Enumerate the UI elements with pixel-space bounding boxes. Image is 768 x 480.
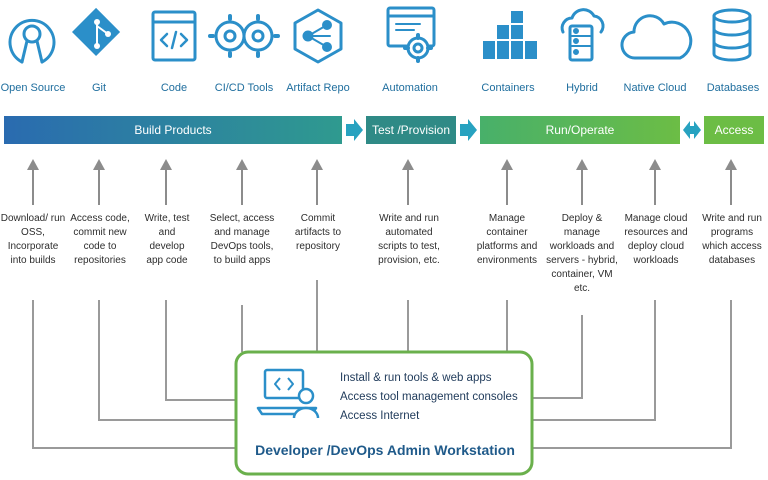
right-arrow-icon [460, 119, 477, 141]
band-access [704, 116, 764, 144]
tool-label-hybrid: Hybrid [566, 82, 598, 94]
description-containers: Manage container platforms and environme… [476, 213, 538, 266]
developer-laptop-icon [256, 368, 320, 419]
automation-icon [386, 6, 436, 63]
tool-label-open-source: Open Source [0, 82, 66, 94]
phase-label-build-products: Build Products [134, 123, 212, 137]
phase-label-test-provision: Test /Provision [371, 123, 451, 137]
phase-label-access: Access [714, 123, 754, 137]
description-native-cloud: Manage cloud resources and deploy cloud … [624, 213, 688, 266]
band-build-products [4, 116, 342, 144]
up-arrow [649, 159, 661, 205]
tool-label-containers: Containers [481, 82, 535, 94]
up-arrows [27, 159, 737, 205]
cloud-icon [620, 14, 693, 60]
up-arrow [576, 159, 588, 205]
description-automation: Write and run automated scripts to test,… [378, 213, 440, 266]
workstation-line-consoles: Access tool management consoles [340, 391, 518, 403]
connector-lines [32, 280, 732, 449]
database-icon [712, 8, 752, 62]
up-arrow [160, 159, 172, 205]
right-arrow-icon [346, 119, 363, 141]
tool-label-automation: Automation [382, 82, 438, 94]
workstation-line-install: Install & run tools & web apps [340, 372, 492, 384]
tool-label-cicd-tools: CI/CD Tools [214, 82, 274, 94]
description-artifact-repo: Commit artifacts to repository [294, 213, 342, 252]
tool-label-code: Code [160, 82, 188, 94]
band-test-provision [366, 116, 456, 144]
up-arrow [236, 159, 248, 205]
workstation-line-internet: Access Internet [340, 410, 420, 422]
tool-label-native-cloud: Native Cloud [623, 82, 687, 94]
up-arrow [501, 159, 513, 205]
workstation-box [234, 350, 534, 476]
tool-label-databases: Databases [706, 82, 760, 94]
description-cicd-tools: Select, access and manage DevOps tools, … [209, 213, 275, 266]
phase-label-run-operate: Run/Operate [545, 123, 615, 137]
up-arrow [311, 159, 323, 205]
double-arrow-icon [683, 121, 701, 139]
hybrid-cloud-server-icon [560, 8, 605, 62]
code-window-icon [151, 10, 197, 62]
up-arrow [93, 159, 105, 205]
up-arrow [27, 159, 39, 205]
workstation-title: Developer /DevOps Admin Workstation [255, 442, 515, 458]
open-source-icon [8, 18, 56, 64]
tool-label-git: Git [91, 82, 107, 94]
containers-icon [481, 9, 539, 61]
artifact-repo-icon [293, 8, 343, 64]
git-icon [72, 7, 121, 56]
gears-icon [208, 14, 280, 58]
description-hybrid: Deploy & manage workloads and servers - … [546, 213, 618, 294]
band-run-operate [480, 116, 680, 144]
up-arrow [402, 159, 414, 205]
tool-label-artifact-repo: Artifact Repo [286, 82, 350, 94]
phase-band [4, 116, 764, 144]
description-open-source: Download/ run OSS, Incorporate into buil… [0, 213, 66, 266]
up-arrow [725, 159, 737, 205]
description-databases: Write and run programs which access data… [702, 213, 762, 266]
description-git: Access code, commit new code to reposito… [70, 213, 130, 266]
description-code: Write, test and develop app code [144, 213, 190, 266]
